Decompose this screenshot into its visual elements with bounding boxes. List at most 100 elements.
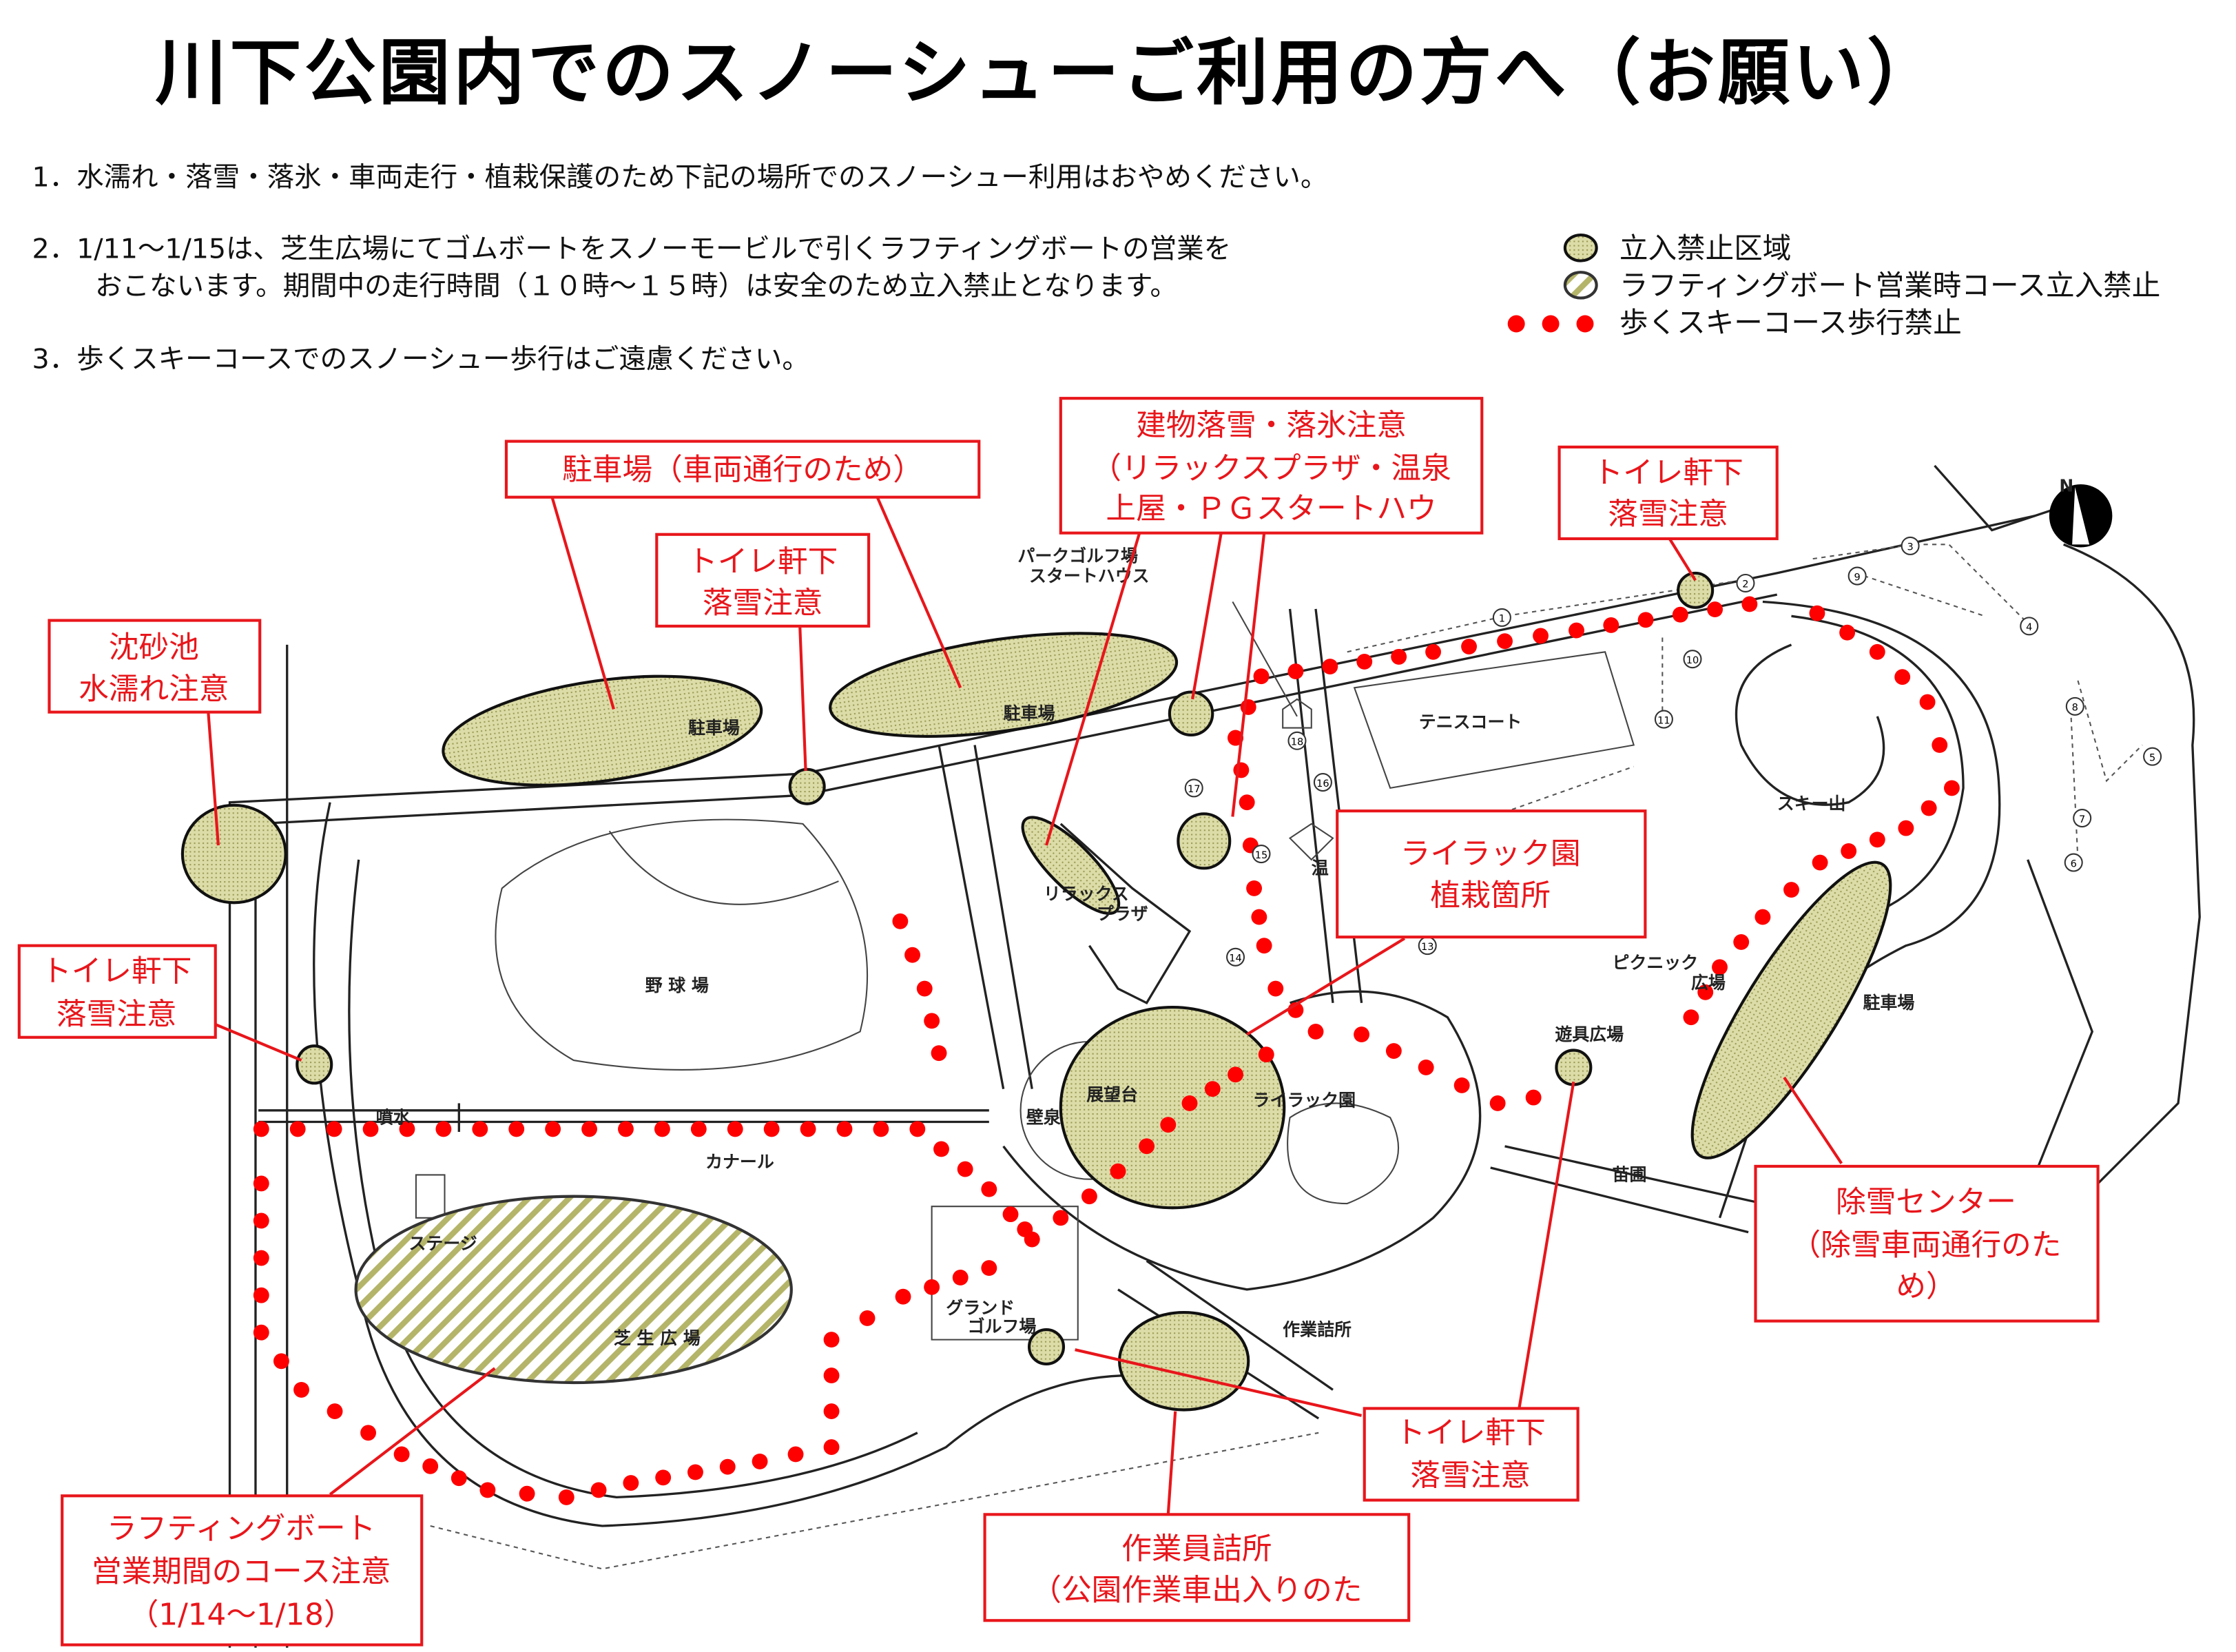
ski-course-dot <box>581 1121 597 1137</box>
ski-course-dot <box>1461 639 1477 654</box>
svg-text:駐車場: 駐車場 <box>1004 703 1055 723</box>
ski-course-dot <box>1322 659 1338 674</box>
red-dots-icon <box>1507 315 1594 333</box>
ski-course-dot <box>1637 612 1654 628</box>
course-number-label: 10 <box>1686 654 1699 666</box>
ski-course-dot <box>1921 800 1937 816</box>
note-2-cont: おこないます。期間中の走行時間（１０時～１５時）は安全のため立入禁止となります。 <box>95 270 1177 302</box>
svg-text:落雪注意: 落雪注意 <box>1410 1458 1531 1494</box>
svg-text:（公園作業車出入りのた: （公園作業車出入りのた <box>1031 1573 1362 1608</box>
svg-text:苗圃: 苗圃 <box>1613 1165 1647 1185</box>
ski-course-dot <box>1812 854 1828 871</box>
course-number-label: 7 <box>2079 814 2085 825</box>
svg-text:温: 温 <box>1312 858 1329 878</box>
svg-text:駐車場（車両通行のため）: 駐車場（車両通行のため） <box>562 453 923 488</box>
ski-course-dot <box>519 1485 535 1502</box>
callout-toilet-ne: トイレ軒下 落雪注意 <box>1557 445 1779 541</box>
svg-text:スタートハウス: スタートハウス <box>1029 566 1150 586</box>
ski-course-dot <box>924 1279 940 1295</box>
svg-text:広場: 広場 <box>1691 973 1726 993</box>
note-2: 2．1/11～1/15は、芝生広場にてゴムボートをスノーモービルで引くラフティン… <box>32 233 1232 265</box>
course-number-marker <box>1184 778 1203 798</box>
ski-course-dot <box>1497 633 1513 650</box>
ski-course-dot <box>1385 1043 1402 1059</box>
ski-course-dot <box>1783 882 1799 898</box>
restricted-zone <box>442 674 763 787</box>
ski-course-dot <box>1356 654 1373 670</box>
svg-text:上屋・ＰＧスタートハウ: 上屋・ＰＧスタートハウ <box>1106 491 1436 526</box>
ski-course-dot <box>1869 643 1885 660</box>
course-number-marker <box>2143 747 2162 766</box>
ski-course-dot <box>558 1489 574 1505</box>
ski-course-dot <box>1233 762 1250 778</box>
ski-course-dot <box>327 1403 343 1420</box>
ski-course-dot <box>326 1121 342 1137</box>
restricted-zone <box>296 1044 333 1085</box>
ski-course-dot <box>933 1141 949 1157</box>
ski-course-dot <box>931 1045 947 1062</box>
callout-lilac: ライラック園 植栽箇所 <box>1336 809 1647 939</box>
course-number-label: 17 <box>1188 783 1201 795</box>
course-number-label: 2 <box>1742 579 1748 590</box>
svg-text:トイレ軒下: トイレ軒下 <box>687 544 838 579</box>
legend-label: 立入禁止区域 <box>1619 231 1791 265</box>
svg-text:テニスコート: テニスコート <box>1419 712 1522 732</box>
svg-text:リラックス: リラックス <box>1044 884 1129 904</box>
svg-text:除雪センター: 除雪センター <box>1836 1185 2016 1220</box>
callout-toilet-w: トイレ軒下 落雪注意 <box>17 944 217 1039</box>
svg-text:（1/14～1/18）: （1/14～1/18） <box>129 1597 354 1632</box>
ski-course-dot <box>1251 909 1267 925</box>
ski-course-dot <box>1425 643 1441 660</box>
ski-course-dot <box>823 1403 840 1420</box>
ski-course-dot <box>253 1324 269 1341</box>
ski-course-dot <box>472 1121 488 1137</box>
ski-course-dot <box>1204 1081 1221 1097</box>
svg-text:芝 生 広 場: 芝 生 広 場 <box>614 1328 701 1348</box>
course-number-marker <box>1287 731 1307 750</box>
ski-course-dot <box>362 1121 379 1137</box>
ski-course-dot <box>1267 980 1284 997</box>
restricted-zone <box>1690 860 1892 1159</box>
rafting-restricted-zone <box>354 1195 793 1385</box>
course-number-label: 8 <box>2072 702 2078 714</box>
ski-course-dot <box>253 1250 269 1266</box>
ski-course-dot <box>1246 880 1263 896</box>
ski-course-dot <box>1354 1026 1370 1043</box>
ski-course-dot <box>393 1446 410 1463</box>
restricted-zone <box>1168 690 1214 737</box>
ski-course-dot <box>1898 820 1914 836</box>
callout-building: 建物落雪・落氷注意 （リラックスプラザ・温泉 上屋・ＰＧスタートハウ <box>1059 397 1484 535</box>
course-number-label: 3 <box>1907 541 1913 553</box>
ski-course-dot <box>763 1121 780 1137</box>
svg-text:落雪注意: 落雪注意 <box>1608 497 1728 532</box>
svg-text:パークゴルフ場: パークゴルフ場 <box>1017 546 1138 566</box>
ski-course-dot <box>687 1464 703 1480</box>
north-arrow-icon: N <box>2049 475 2113 548</box>
ski-course-dot <box>957 1161 973 1177</box>
course-number-marker <box>1313 773 1332 792</box>
ski-course-dot <box>399 1121 415 1137</box>
svg-text:グランド: グランド <box>946 1298 1015 1318</box>
course-number-marker <box>2064 853 2083 872</box>
restricted-zone <box>1118 1311 1250 1412</box>
restricted-zone <box>1027 1328 1066 1366</box>
ski-course-dot <box>859 1310 876 1326</box>
ski-course-dot <box>1139 1138 1155 1155</box>
restricted-zone <box>788 767 826 805</box>
hatched-ellipse-icon <box>1563 271 1598 300</box>
ski-course-dot <box>690 1121 707 1137</box>
svg-text:駐車場: 駐車場 <box>1863 993 1914 1013</box>
ski-course-dot <box>1754 909 1771 925</box>
ski-course-dot <box>623 1475 639 1491</box>
restricted-zone <box>1677 571 1715 609</box>
ski-course-dot <box>1181 1095 1198 1111</box>
dotted-ellipse-icon <box>1563 234 1598 262</box>
ski-course-dot <box>895 1288 911 1305</box>
ski-course-dot <box>1253 668 1270 685</box>
ski-course-dot <box>1053 1210 1069 1226</box>
svg-text:落雪注意: 落雪注意 <box>703 586 823 621</box>
ski-course-dot <box>1707 601 1723 618</box>
ski-course-dot <box>873 1121 889 1137</box>
